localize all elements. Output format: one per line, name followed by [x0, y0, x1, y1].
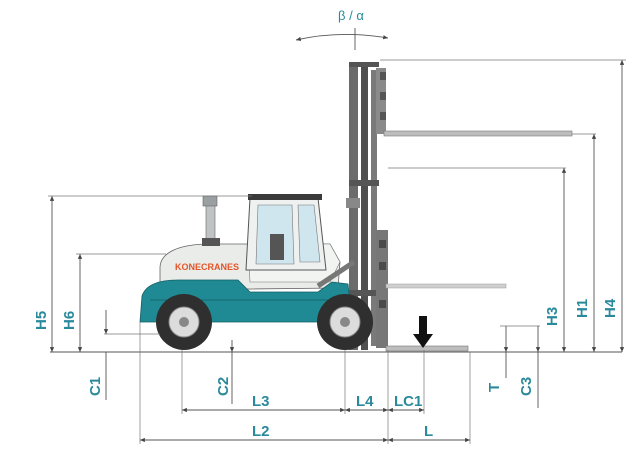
dim-t: T: [486, 383, 503, 392]
raised-fork: [376, 68, 573, 137]
dim-c2: C2: [215, 377, 232, 396]
dim-c1: C1: [87, 377, 104, 396]
dim-l3: L3: [252, 393, 270, 410]
dim-l2: L2: [252, 423, 270, 440]
dim-l: L: [424, 423, 433, 440]
dim-h5: H5: [33, 311, 50, 330]
mast: [346, 62, 379, 350]
tilt-arc: [295, 34, 389, 42]
tilt-cylinder: [316, 259, 356, 289]
dim-c3: C3: [518, 377, 535, 396]
load-center-arrow: [413, 316, 433, 348]
dim-h4: H4: [602, 298, 619, 318]
dim-h1: H1: [574, 299, 591, 318]
lowered-fork: [376, 230, 507, 352]
dim-l4: L4: [356, 393, 374, 410]
dim-h6: H6: [61, 311, 78, 330]
cab: [245, 194, 327, 271]
horizontal-dims: [139, 322, 471, 444]
front-wheel: [317, 294, 373, 350]
vertical-dims-left: [48, 195, 252, 404]
dim-lc1: LC1: [394, 393, 422, 410]
dim-h3: H3: [544, 307, 561, 326]
vertical-dims-right: [380, 59, 626, 408]
tilt-angle-label: β / α: [338, 8, 364, 23]
brand-logo: KONECRANES: [175, 262, 239, 272]
rear-wheel: [156, 294, 212, 350]
